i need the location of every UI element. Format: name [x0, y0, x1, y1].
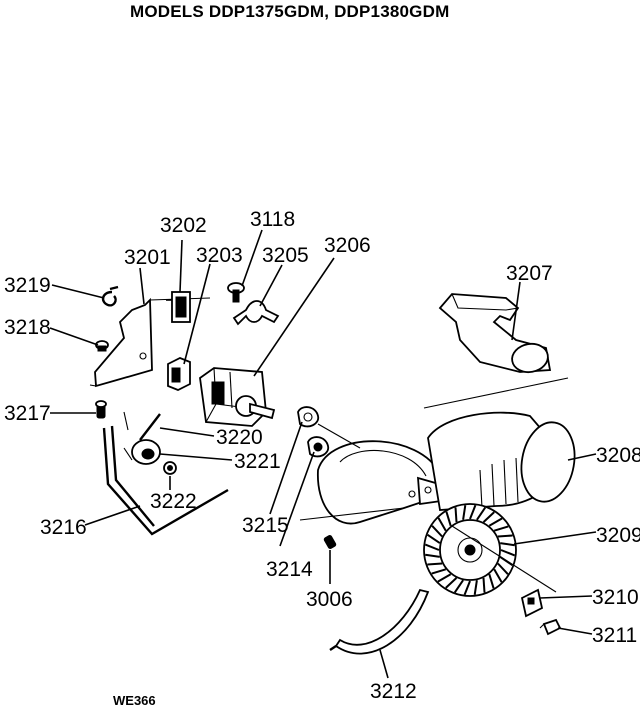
label-3209: 3209	[596, 524, 640, 547]
part-3222-nut	[163, 461, 177, 475]
label-3216: 3216	[40, 516, 87, 539]
blower-fin	[493, 525, 509, 532]
blower-fin	[445, 511, 452, 527]
blower-fin	[473, 580, 478, 595]
blower-fin	[431, 525, 443, 538]
label-3207: 3207	[506, 262, 553, 285]
blower-fin	[424, 543, 440, 551]
blower-fin	[500, 549, 516, 557]
diagram-title: MODELS DDP1375GDM, DDP1380GDM	[130, 2, 450, 21]
part-3212-band	[329, 588, 430, 655]
blower-fin	[427, 562, 443, 566]
part-3205-clamp	[232, 300, 280, 326]
label-3211: 3211	[592, 624, 637, 647]
label-3201: 3201	[124, 246, 171, 269]
part-3202-switch	[166, 291, 191, 323]
blower-fin	[497, 534, 513, 538]
part-3006-screw	[323, 535, 337, 549]
assembly-lines	[299, 377, 569, 593]
label-3205: 3205	[262, 244, 309, 267]
blower-fin	[482, 577, 486, 593]
blower-fin	[488, 573, 495, 589]
part-3118-screw	[227, 282, 245, 303]
part-blower-housing	[317, 440, 450, 525]
label-3221: 3221	[234, 450, 281, 473]
part-3208-duct	[427, 411, 576, 511]
part-3201-bracket	[89, 297, 211, 388]
label-3006: 3006	[306, 588, 353, 611]
label-3212: 3212	[370, 680, 417, 703]
part-3209-blower-wheel	[423, 503, 517, 597]
diagram-code: WE366	[113, 693, 156, 708]
label-3214: 3214	[266, 558, 313, 581]
label-3118: 3118	[250, 208, 295, 231]
part-3218-screw	[95, 340, 109, 352]
part-3211-screw	[539, 618, 562, 636]
blower-fin	[462, 505, 467, 520]
label-3217: 3217	[4, 402, 51, 425]
blower-fin	[482, 511, 495, 523]
blower-fin	[453, 579, 464, 593]
blower-fin	[437, 573, 452, 583]
blower-fin	[431, 568, 447, 575]
blower-fin	[497, 562, 509, 575]
part-3215-bearing	[297, 406, 320, 428]
part-3207-elbow	[438, 293, 552, 374]
label-3218: 3218	[4, 316, 51, 339]
label-3215: 3215	[242, 514, 289, 537]
part-3214-bearing	[307, 436, 330, 458]
label-3210: 3210	[592, 586, 639, 609]
blower-fin	[476, 507, 487, 521]
part-3203-relay	[167, 357, 191, 391]
part-3210-plate	[520, 588, 544, 618]
label-3222: 3222	[150, 490, 197, 513]
blower-fin	[437, 517, 447, 532]
part-3217-screw	[95, 400, 107, 419]
part-3219-clip	[101, 285, 119, 307]
label-3203: 3203	[196, 244, 243, 267]
part-3221-pulley	[123, 413, 161, 465]
label-3208: 3208	[596, 444, 640, 467]
part-3206-motor	[199, 367, 276, 427]
label-3202: 3202	[160, 214, 207, 237]
callout-labels: 3201 3202 3203 3118 3205 3206 3207 3219 …	[4, 208, 640, 703]
blower-fin	[463, 580, 471, 596]
blower-fin	[427, 533, 441, 544]
blower-fin	[454, 507, 458, 523]
blower-fin	[488, 517, 503, 527]
label-3220: 3220	[216, 426, 263, 449]
blower-fin	[425, 553, 440, 558]
label-3206: 3206	[324, 234, 371, 257]
leader-lines	[49, 229, 597, 679]
blower-fin	[469, 504, 477, 520]
blower-fin	[493, 568, 503, 583]
blower-fin	[500, 542, 515, 547]
label-3219: 3219	[4, 274, 51, 297]
blower-fin	[445, 577, 458, 589]
